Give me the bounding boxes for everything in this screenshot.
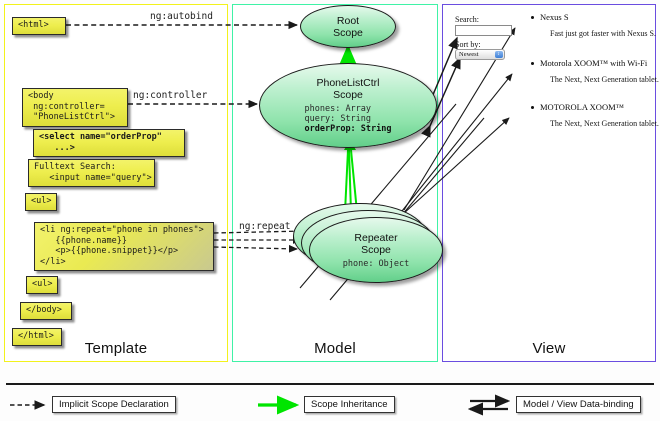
view-phone-snippet: The Next, Next Generation tablet. [550, 119, 659, 128]
view-sort-select[interactable]: Newest ↕ [455, 49, 505, 60]
scope-root-title-line2: Scope [333, 26, 363, 39]
legend-label-model-view-data-binding: Model / View Data-binding [516, 396, 641, 413]
code-li-ngrepeat-tag[interactable]: <li ng:repeat="phone in phones"> {{phone… [34, 222, 214, 271]
scope-phonelistctrl-props-plain: phones: Array query: String [304, 104, 372, 124]
scope-phonelistctrl[interactable]: PhoneListCtrl Scope phones: Array query:… [259, 63, 437, 148]
panel-label-model: Model [314, 340, 356, 357]
code-body-close-tag[interactable]: </body> [20, 302, 72, 320]
code-ul-close-tag[interactable]: <ul> [26, 276, 58, 294]
scope-root-title-line1: Root [336, 14, 360, 27]
view-search-label: Search: [455, 15, 479, 24]
view-phone-name: Nexus S [531, 12, 656, 22]
view-phone-name: Motorola XOOM™ with Wi-Fi [531, 58, 659, 68]
scope-root[interactable]: Root Scope [300, 5, 396, 48]
bullet-icon [531, 15, 534, 19]
view-search-input[interactable] [455, 25, 512, 36]
view-sort-label: Sort by: [455, 40, 481, 49]
code-select-orderprop-tag[interactable]: <select name="orderProp" ...> [33, 129, 185, 157]
code-html-close-tag[interactable]: </html> [12, 328, 62, 346]
scope-repeater-title-line2: Scope [361, 243, 391, 256]
scope-repeater-props: phone: Object [342, 258, 410, 269]
scope-phonelistctrl-props: phones: Array query: String orderProp: S… [305, 104, 392, 134]
label-ng-repeat: ng:repeat [239, 221, 291, 232]
view-sort-selected-value: Newest [459, 51, 479, 58]
code-fulltext-search-input[interactable]: Fulltext Search: <input name="query"> [28, 159, 155, 187]
label-ng-controller: ng:controller [133, 90, 208, 101]
scope-phonelistctrl-title-line2: Scope [333, 89, 363, 101]
view-phone-snippet: The Next, Next Generation tablet. [550, 75, 659, 84]
label-ng-autobind: ng:autobind [150, 11, 213, 22]
view-phone-item-0[interactable]: Nexus S Fast just got faster with Nexus … [531, 12, 656, 38]
panel-label-template: Template [84, 340, 148, 357]
panel-label-view: View [532, 340, 566, 357]
scope-phonelistctrl-props-bold: orderProp: String [304, 124, 392, 134]
panel-model: Model [232, 4, 438, 362]
legend-label-scope-inheritance: Scope Inheritance [304, 396, 395, 413]
code-body-controller-tag[interactable]: <body ng:controller= "PhoneListCtrl"> [22, 88, 128, 127]
code-ul-open-tag[interactable]: <ul> [25, 193, 57, 211]
legend-label-implicit-scope-declaration: Implicit Scope Declaration [52, 396, 176, 413]
bullet-icon [531, 105, 534, 109]
view-phone-item-2[interactable]: MOTOROLA XOOM™ The Next, Next Generation… [531, 102, 659, 128]
scope-repeater[interactable]: Repeater Scope phone: Object [309, 217, 443, 283]
legend-divider [6, 383, 654, 385]
bullet-icon [531, 61, 534, 65]
chevron-updown-icon[interactable]: ↕ [494, 51, 503, 58]
scope-repeater-title-line1: Repeater [354, 231, 398, 244]
view-phone-snippet: Fast just got faster with Nexus S. [550, 29, 656, 38]
view-phone-name: MOTOROLA XOOM™ [531, 102, 659, 112]
view-phone-item-1[interactable]: Motorola XOOM™ with Wi-Fi The Next, Next… [531, 58, 659, 84]
code-html-open-tag[interactable]: <html> [12, 17, 66, 35]
scope-phonelistctrl-title-line1: PhoneListCtrl [316, 77, 380, 89]
